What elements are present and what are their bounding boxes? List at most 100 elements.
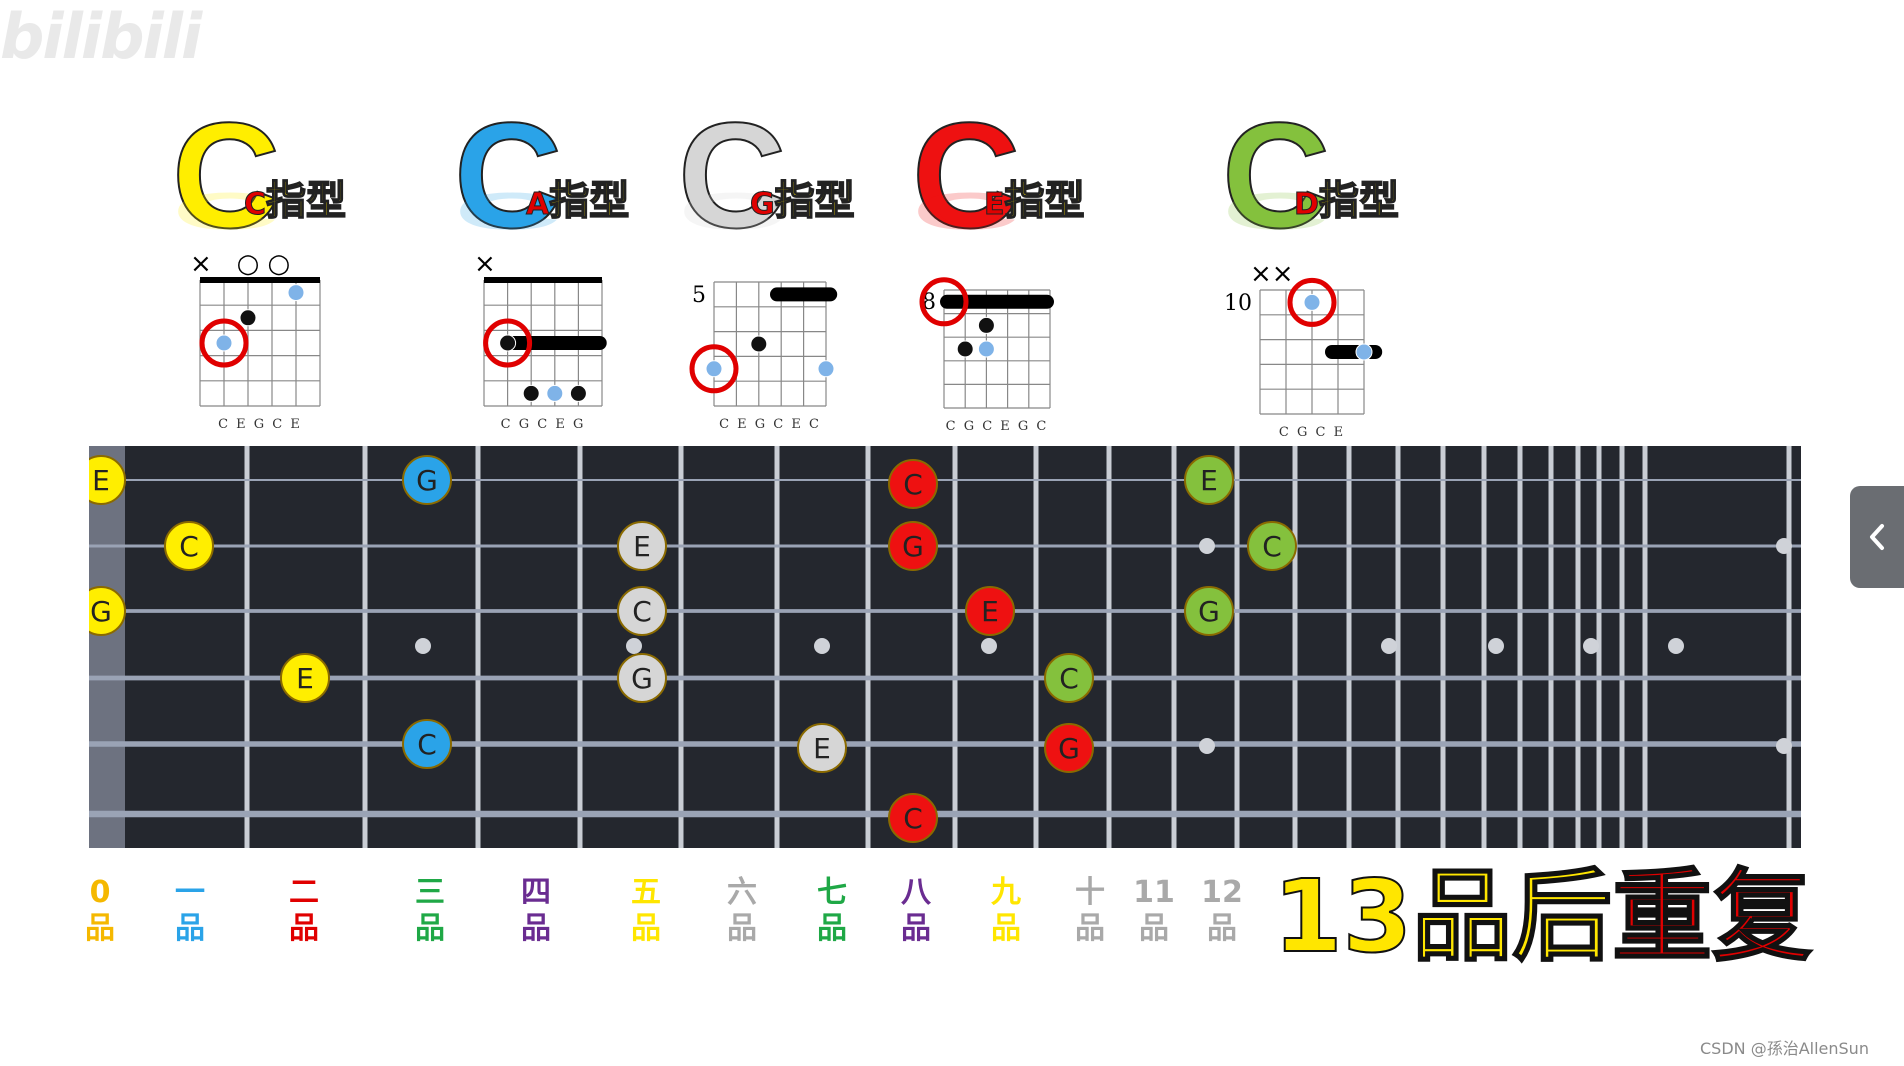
svg-text:G: G <box>1198 595 1220 628</box>
chord-diagram-a: × C G C E G <box>444 240 642 460</box>
chord-open-mute-marks: ×× <box>1250 259 1294 289</box>
chord-finger-dot <box>569 384 587 402</box>
chord-finger-dot <box>287 284 305 302</box>
shape-subtitle-suffix: 指型 <box>1318 177 1400 225</box>
shape-subtitle: D指型 <box>1294 168 1400 226</box>
svg-text:C: C <box>179 530 199 563</box>
fret-label-unit: 品 <box>85 911 115 946</box>
shape-subtitle: A指型 <box>525 168 629 226</box>
shape-letter: C <box>453 91 563 259</box>
shape-subtitle: C指型 <box>243 168 346 226</box>
shape-letter: C <box>677 91 787 259</box>
chord-grid: × ○ ○C E G C E <box>190 249 321 432</box>
fretboard-note: E <box>1184 455 1234 505</box>
shape-subtitle-letter: E <box>984 187 1005 223</box>
svg-text:E: E <box>296 662 314 695</box>
svg-text:E: E <box>981 595 999 628</box>
csdn-credit: CSDN @孫治AllenSun <box>1700 1039 1869 1058</box>
fret-label-unit: 品 <box>817 911 847 946</box>
fret-label-unit: 品 <box>289 911 319 946</box>
svg-text:G: G <box>90 595 112 628</box>
svg-text:G: G <box>416 464 438 497</box>
svg-text:C: C <box>417 728 437 761</box>
bilibili-watermark: bilibili <box>0 0 202 73</box>
collapse-panel-button[interactable] <box>1850 486 1904 588</box>
chevron-left-icon <box>1870 524 1884 550</box>
fret-label-number: 0 <box>89 875 111 910</box>
shape-subtitle-suffix: 指型 <box>1004 177 1086 225</box>
fret-label: 三品 <box>404 875 456 947</box>
shape-subtitle-letter: G <box>750 187 776 223</box>
fretboard-note: C <box>1044 653 1094 703</box>
fretboard-note: C <box>888 459 938 509</box>
svg-text:E: E <box>633 530 651 563</box>
svg-text:E: E <box>1200 464 1218 497</box>
chord-finger-dot <box>1355 343 1373 361</box>
chord-string-names: C G C E G <box>501 417 586 432</box>
fretboard-note: E <box>965 586 1015 636</box>
fret-label: 二品 <box>278 875 330 947</box>
chord-finger-dot <box>977 340 995 358</box>
chord-string-names: C G C E G C <box>946 419 1049 434</box>
fret-label-number: 四 <box>521 875 551 910</box>
svg-text:E: E <box>813 732 831 765</box>
fret-label: 四品 <box>510 875 562 947</box>
svg-text:G: G <box>902 530 924 563</box>
fretboard-note: C <box>164 521 214 571</box>
chord-finger-dot <box>546 384 564 402</box>
fret-label-unit: 品 <box>521 911 551 946</box>
shape-subtitle: E指型 <box>984 168 1086 226</box>
fret-label-number: 三 <box>415 875 445 910</box>
fret-label-unit: 品 <box>631 911 661 946</box>
fret-label-number: 八 <box>901 875 931 910</box>
fretboard-note: G <box>1044 723 1094 773</box>
fret-label-unit: 品 <box>1139 911 1169 946</box>
fret-label-unit: 品 <box>901 911 931 946</box>
fretboard-note: E <box>280 653 330 703</box>
fret-label: 十品 <box>1064 875 1116 947</box>
shape-letter: C <box>1221 91 1331 259</box>
svg-text:C: C <box>903 802 923 835</box>
fret-label-unit: 品 <box>1207 911 1237 946</box>
fretboard-note: C <box>1247 521 1297 571</box>
shape-subtitle-letter: C <box>243 187 267 223</box>
svg-text:C: C <box>632 595 652 628</box>
fretboard-note: E <box>89 455 126 505</box>
chord-finger-dot <box>956 340 974 358</box>
fretboard-note: E <box>797 723 847 773</box>
fret-label-number: 12 <box>1201 875 1243 910</box>
chord-finger-dot <box>977 316 995 334</box>
chord-string-names: C G C E <box>1279 425 1345 440</box>
root-highlight-ring <box>199 318 249 368</box>
shape-subtitle-letter: A <box>525 187 550 223</box>
fret-label: 五品 <box>620 875 672 947</box>
chord-diagram-c: × ○ ○C E G C E <box>160 240 360 460</box>
fret-label-number: 一 <box>175 875 205 910</box>
fret-label-number: 二 <box>289 875 319 910</box>
shape-subtitle: G指型 <box>750 168 856 226</box>
chord-grid: 8C G C E G C <box>919 277 1054 434</box>
fret-label-unit: 品 <box>1075 911 1105 946</box>
fret-label-unit: 品 <box>727 911 757 946</box>
fret-label-number: 十 <box>1075 875 1105 910</box>
fretboard-note: G <box>1184 586 1234 636</box>
fretboard-note: E <box>617 521 667 571</box>
fret-label-unit: 品 <box>415 911 445 946</box>
fretboard-note: G <box>89 586 126 636</box>
chord-open-mute-marks: × <box>474 249 496 279</box>
shape-subtitle-suffix: 指型 <box>774 177 856 225</box>
fret-label-unit: 品 <box>175 911 205 946</box>
fret-label-number: 六 <box>727 875 757 910</box>
chord-open-mute-marks: × ○ ○ <box>190 249 290 279</box>
shape-letter: C <box>911 91 1021 259</box>
